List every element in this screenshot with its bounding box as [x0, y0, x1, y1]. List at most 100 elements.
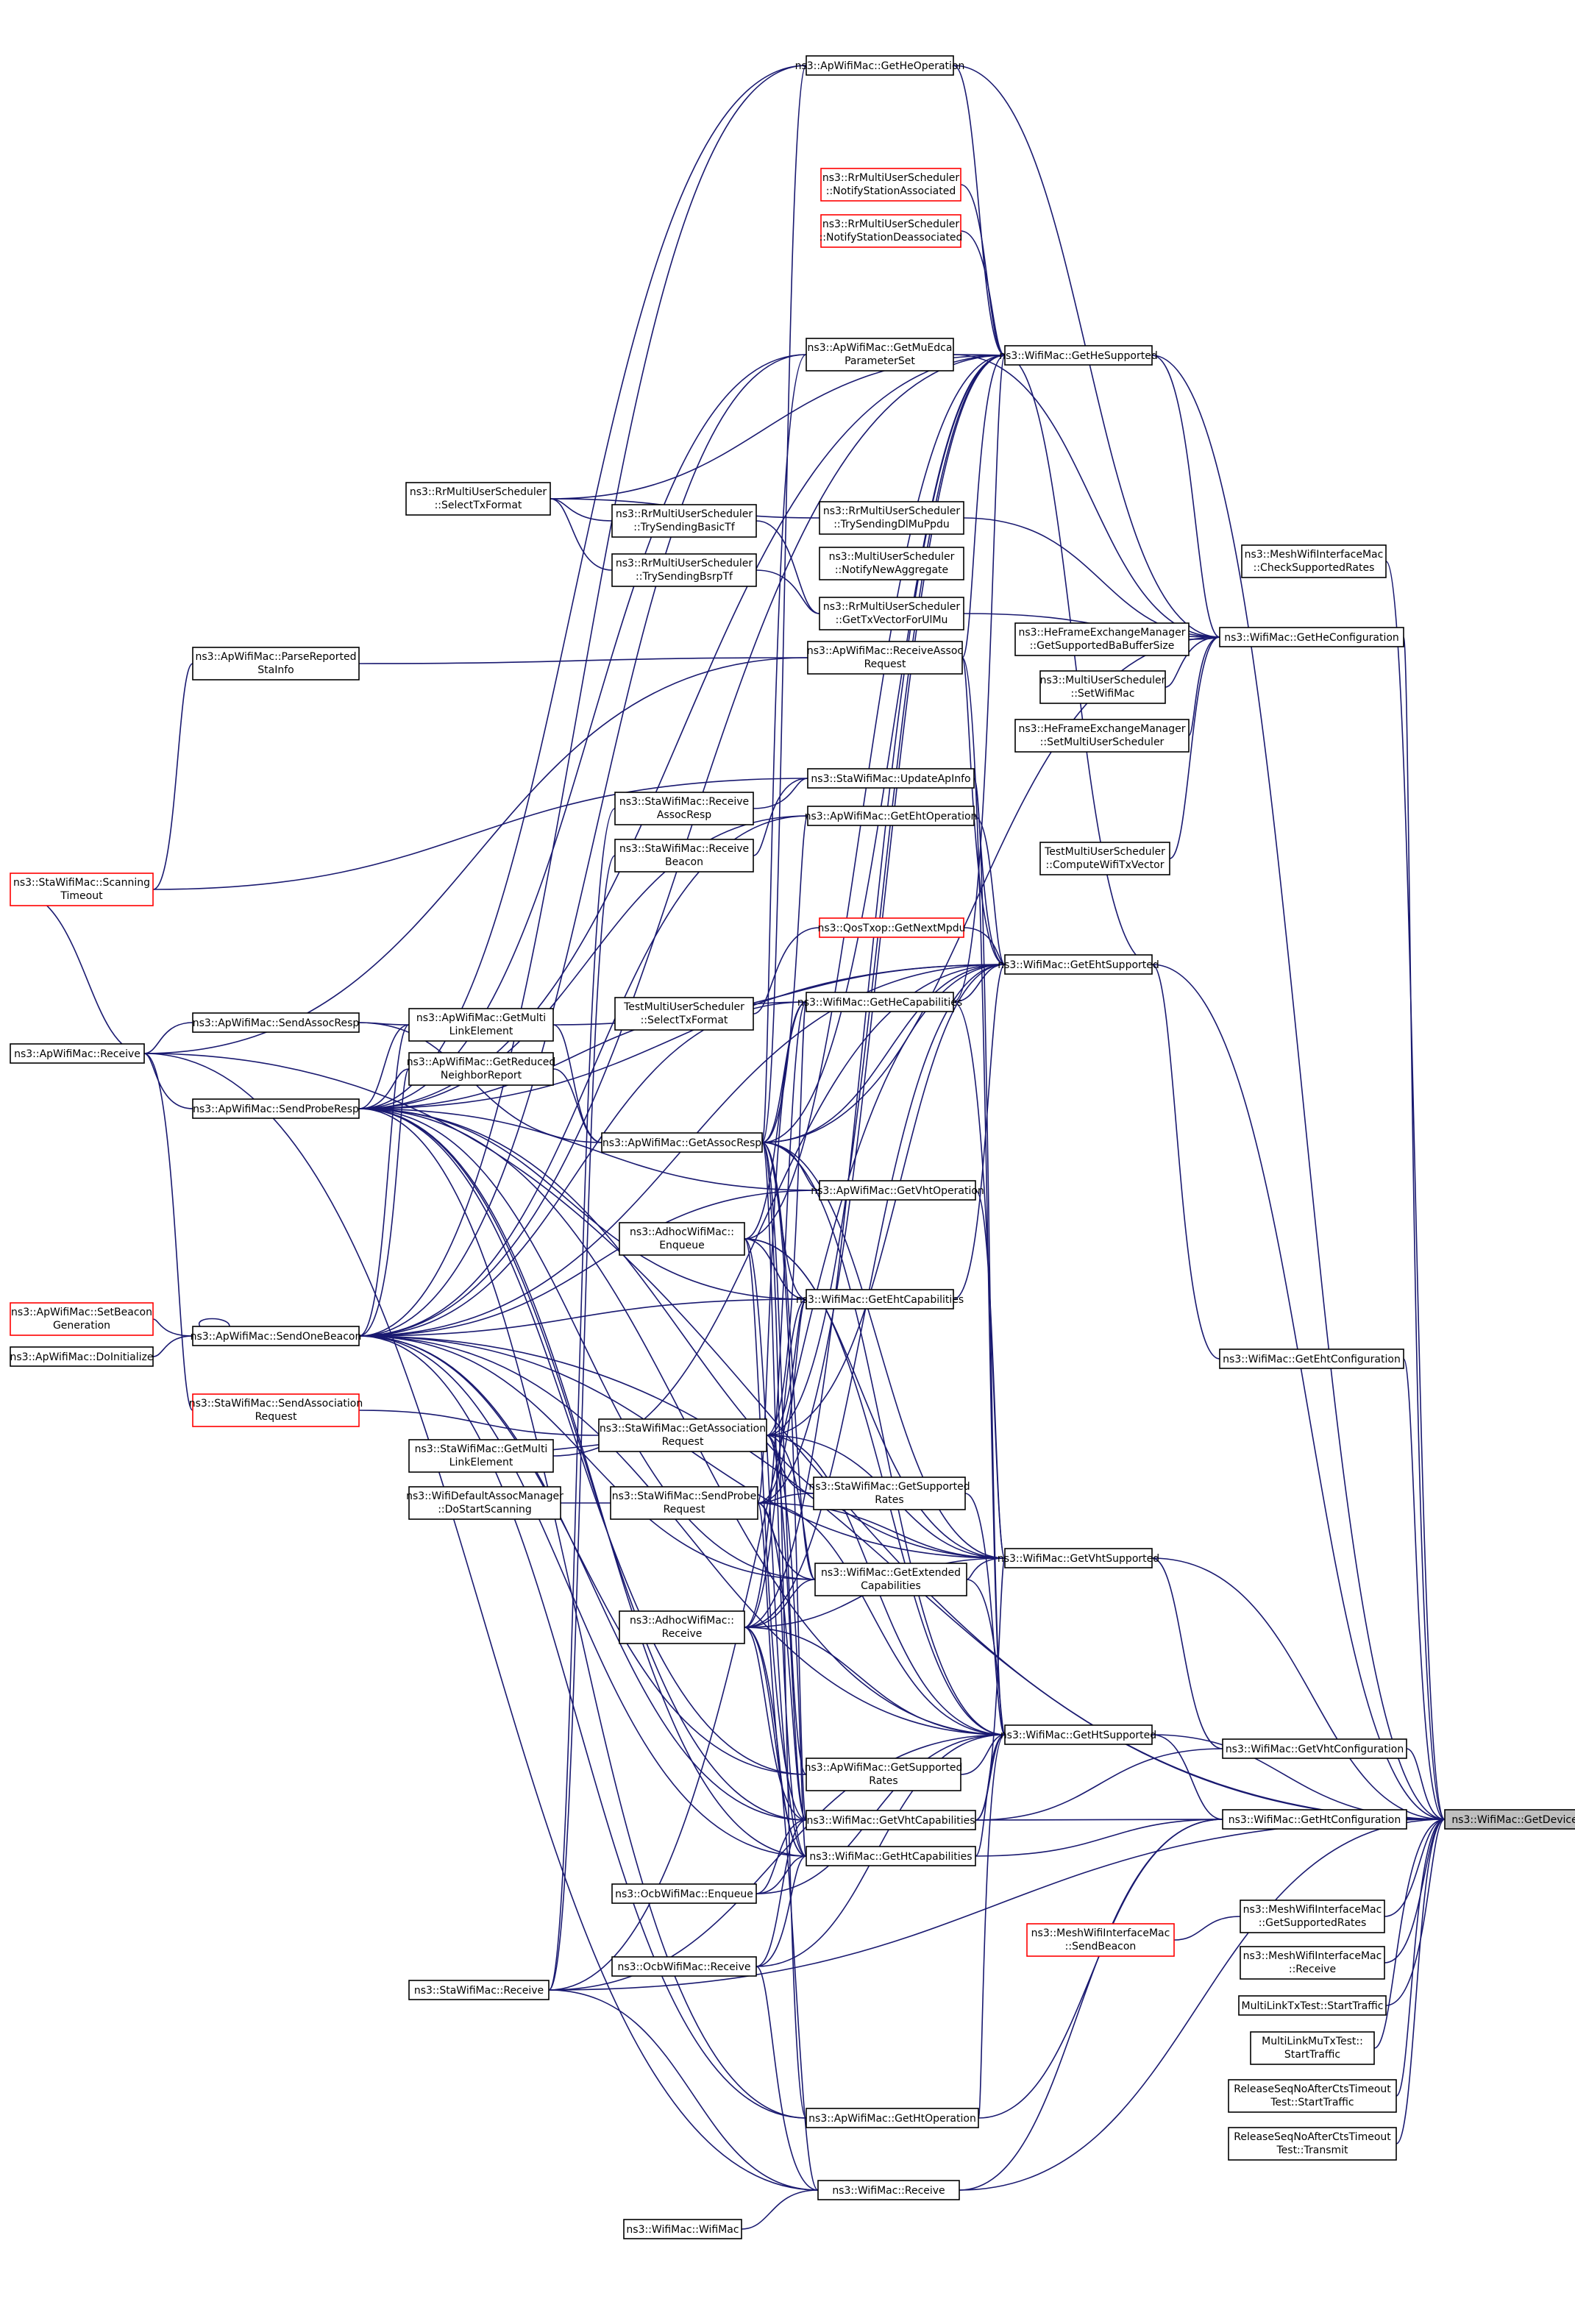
call-edge-sendOneBeacon-to-getHtOperation [358, 1335, 807, 2119]
node-selectTxFormat[interactable]: ns3::RrMultiUserScheduler::SelectTxForma… [405, 482, 551, 516]
node-label: ns3::WifiMac::GetVhtCapabilities [806, 1815, 975, 1827]
call-edge-getEhtCapabilities-to-getEhtSupported [953, 964, 1006, 1300]
node-ocbEnqueue[interactable]: ns3::OcbWifiMac::Enqueue [611, 1883, 757, 1904]
node-getDevice[interactable]: ns3::WifiMac::GetDevice [1444, 1809, 1575, 1830]
node-getHeConfiguration[interactable]: ns3::WifiMac::GetHeConfiguration [1219, 627, 1404, 647]
node-notifyNewAggregate[interactable]: ns3::MultiUserScheduler::NotifyNewAggreg… [819, 547, 964, 580]
node-wifiMacCtor[interactable]: ns3::WifiMac::WifiMac [623, 2219, 742, 2239]
call-edge-getVhtCapabilities-to-getHtConfiguration [975, 1819, 1223, 1821]
node-wifiMacReceive[interactable]: ns3::WifiMac::Receive [817, 2180, 960, 2200]
node-releaseSeqStart[interactable]: ReleaseSeqNoAfterCtsTimeoutTest::StartTr… [1228, 2079, 1397, 2113]
node-testSelectTxFormat[interactable]: TestMultiUserScheduler::SelectTxFormat [614, 997, 754, 1031]
node-updateApInfo[interactable]: ns3::StaWifiMac::UpdateApInfo [807, 768, 975, 789]
node-label: ns3::StaWifiMac::UpdateApInfo [811, 773, 970, 785]
node-doStartScanning[interactable]: ns3::WifiDefaultAssocManager::DoStartSca… [406, 1486, 563, 1520]
node-label: ns3::RrMultiUserScheduler [822, 218, 959, 230]
node-label: ::TrySendingBsrpTf [636, 571, 733, 583]
node-getVhtOperation[interactable]: ns3::ApWifiMac::GetVhtOperation [811, 1180, 984, 1201]
node-meshGetSupportedRates[interactable]: ns3::MeshWifiInterfaceMac::GetSupportedR… [1240, 1900, 1385, 1933]
node-getEhtSupported[interactable]: ns3::WifiMac::GetEhtSupported [998, 954, 1159, 975]
node-label: ns3::ApWifiMac::GetEhtOperation [805, 811, 978, 822]
call-edge-selectTxFormat-to-trySendingBasicTf [550, 498, 613, 522]
node-box [1026, 1923, 1175, 1957]
node-staGetSupportedRates[interactable]: ns3::StaWifiMac::GetSupportedRates [808, 1477, 970, 1510]
node-getSupportedBaBufSize[interactable]: ns3::HeFrameExchangeManager::GetSupporte… [1014, 622, 1190, 656]
node-getEhtConfiguration[interactable]: ns3::WifiMac::GetEhtConfiguration [1219, 1348, 1404, 1369]
node-box [598, 1418, 767, 1452]
node-getVhtConfiguration[interactable]: ns3::WifiMac::GetVhtConfiguration [1222, 1738, 1407, 1759]
node-getAssocResp[interactable]: ns3::ApWifiMac::GetAssocResp [601, 1132, 763, 1153]
node-getHeOperation[interactable]: ns3::ApWifiMac::GetHeOperation [795, 55, 965, 76]
node-getHtSupported[interactable]: ns3::WifiMac::GetHtSupported [1000, 1724, 1156, 1745]
node-getHtCapabilities[interactable]: ns3::WifiMac::GetHtCapabilities [806, 1846, 976, 1866]
node-staReceive[interactable]: ns3::StaWifiMac::Receive [408, 1980, 550, 2000]
node-getEhtOperation[interactable]: ns3::ApWifiMac::GetEhtOperation [805, 806, 978, 826]
node-label: ::DoStartScanning [438, 1504, 532, 1515]
node-releaseSeqTransmit[interactable]: ReleaseSeqNoAfterCtsTimeoutTest::Transmi… [1228, 2127, 1397, 2161]
node-computeWifiTxVector[interactable]: TestMultiUserScheduler::ComputeWifiTxVec… [1039, 842, 1170, 875]
node-multiLinkMuTxStart[interactable]: MultiLinkMuTxTest::StartTraffic [1250, 2031, 1375, 2065]
node-sendProbeResp[interactable]: ns3::ApWifiMac::SendProbeResp [192, 1098, 360, 1119]
node-doInitialize[interactable]: ns3::ApWifiMac::DoInitialize [10, 1346, 154, 1367]
node-adhocReceive[interactable]: ns3::AdhocWifiMac::Receive [619, 1610, 745, 1644]
node-notifyStaDeassoc[interactable]: ns3::RrMultiUserScheduler::NotifyStation… [820, 214, 963, 248]
node-label: Enqueue [659, 1240, 705, 1251]
node-getNextMpdu[interactable]: ns3::QosTxop::GetNextMpdu [818, 917, 966, 938]
node-trySendingBasicTf[interactable]: ns3::RrMultiUserScheduler::TrySendingBas… [611, 504, 757, 538]
call-edge-adhocReceive-to-getHeCapabilities [744, 1001, 807, 1628]
node-trySendingDlMuPpdu[interactable]: ns3::RrMultiUserScheduler::TrySendingDlM… [819, 501, 964, 535]
node-meshSendBeacon[interactable]: ns3::MeshWifiInterfaceMac::SendBeacon [1026, 1923, 1175, 1957]
call-edge-doInitialize-to-sendOneBeacon [152, 1335, 193, 1357]
node-label: ns3::WifiMac::GetEhtCapabilities [796, 1294, 964, 1306]
node-getHtConfiguration[interactable]: ns3::WifiMac::GetHtConfiguration [1222, 1809, 1407, 1830]
node-label: ns3::WifiMac::GetHtSupported [1000, 1730, 1156, 1741]
call-edge-sendProbeResp-to-getEhtOperation [358, 815, 808, 1109]
node-getHtOperation[interactable]: ns3::ApWifiMac::GetHtOperation [806, 2108, 979, 2128]
node-getTxVectorUlMu[interactable]: ns3::RrMultiUserScheduler::GetTxVectorFo… [819, 597, 964, 630]
node-trySendingBsrpTf[interactable]: ns3::RrMultiUserScheduler::TrySendingBsr… [611, 553, 757, 587]
call-edge-sendOneBeacon-to-getReducedNeighborReport [358, 1068, 410, 1337]
node-apReceive[interactable]: ns3::ApWifiMac::Receive [10, 1043, 145, 1064]
node-getVhtCapabilities[interactable]: ns3::WifiMac::GetVhtCapabilities [806, 1810, 976, 1830]
node-box [192, 1098, 360, 1119]
node-setMultiUserScheduler[interactable]: ns3::HeFrameExchangeManager::SetMultiUse… [1014, 719, 1190, 753]
node-box [10, 1043, 145, 1064]
node-box [819, 1180, 976, 1201]
call-edge-ocbReceive-to-wifiMacReceive [755, 1966, 819, 2191]
call-edge-getAssocResp-to-getEhtSupported [761, 964, 1006, 1143]
node-getHeSupported[interactable]: ns3::WifiMac::GetHeSupported [999, 345, 1158, 366]
node-sendOneBeacon[interactable]: ns3::ApWifiMac::SendOneBeacon [191, 1326, 362, 1346]
node-meshReceive[interactable]: ns3::MeshWifiInterfaceMac::Receive [1240, 1946, 1385, 1980]
node-getHeCapabilities[interactable]: ns3::WifiMac::GetHeCapabilities [797, 992, 962, 1012]
node-adhocEnqueue[interactable]: ns3::AdhocWifiMac::Enqueue [619, 1222, 745, 1256]
node-meshCheckRates[interactable]: ns3::MeshWifiInterfaceMac::CheckSupporte… [1241, 544, 1387, 578]
node-label: Rates [875, 1494, 903, 1506]
node-ocbReceive[interactable]: ns3::OcbWifiMac::Receive [611, 1956, 757, 1977]
node-sendAssocResp[interactable]: ns3::ApWifiMac::SendAssocResp [192, 1012, 360, 1033]
node-getVhtSupported[interactable]: ns3::WifiMac::GetVhtSupported [998, 1548, 1159, 1568]
node-apGetSupportedRates[interactable]: ns3::ApWifiMac::GetSupportedRates [805, 1758, 963, 1791]
node-setWifiMac[interactable]: ns3::MultiUserScheduler::SetWifiMac [1039, 670, 1166, 704]
call-edge-getAssociationRequest-to-getHtCapabilities [766, 1435, 807, 1857]
call-edge-staReceiveBeacon-to-updateApInfo [753, 778, 808, 856]
call-edge-getAssocResp-to-getHtCapabilities [761, 1142, 807, 1857]
node-notifyStaAssoc[interactable]: ns3::RrMultiUserScheduler::NotifyStation… [820, 168, 961, 202]
node-multiLinkTxStart[interactable]: MultiLinkTxTest::StartTraffic [1238, 1995, 1387, 2016]
node-box [10, 1346, 154, 1367]
node-getEhtCapabilities[interactable]: ns3::WifiMac::GetEhtCapabilities [796, 1289, 964, 1310]
node-label: ::Receive [1289, 1964, 1336, 1975]
